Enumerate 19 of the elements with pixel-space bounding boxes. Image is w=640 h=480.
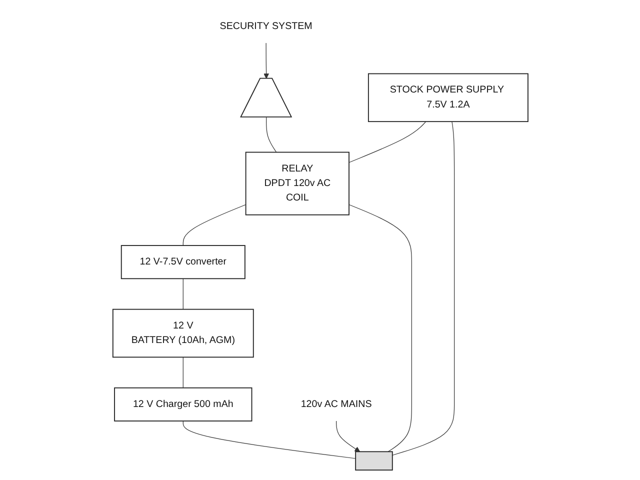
connector [266, 116, 276, 153]
node-box: STOCK POWER SUPPLY 7.5V 1.2A [368, 73, 528, 122]
connector [182, 420, 356, 459]
arrow [336, 420, 360, 452]
node-box: 12 V BATTERY (10Ah, AGM) [112, 308, 254, 358]
connector [182, 278, 184, 310]
node-cone [240, 78, 292, 118]
connector [348, 204, 412, 452]
node-text: SECURITY SYSTEM [219, 20, 312, 32]
connector [348, 121, 426, 163]
node-bar [354, 451, 392, 471]
node-text: 120v AC MAINS [300, 398, 372, 410]
arrow [263, 42, 269, 79]
connector [182, 204, 246, 246]
node-box: 12 V-7.5V converter [120, 245, 245, 280]
connector [182, 356, 184, 388]
connector [392, 121, 454, 456]
node-box: RELAY DPDT 120v AC COIL [244, 152, 350, 216]
node-box: 12 V Charger 500 mAh [114, 387, 252, 422]
